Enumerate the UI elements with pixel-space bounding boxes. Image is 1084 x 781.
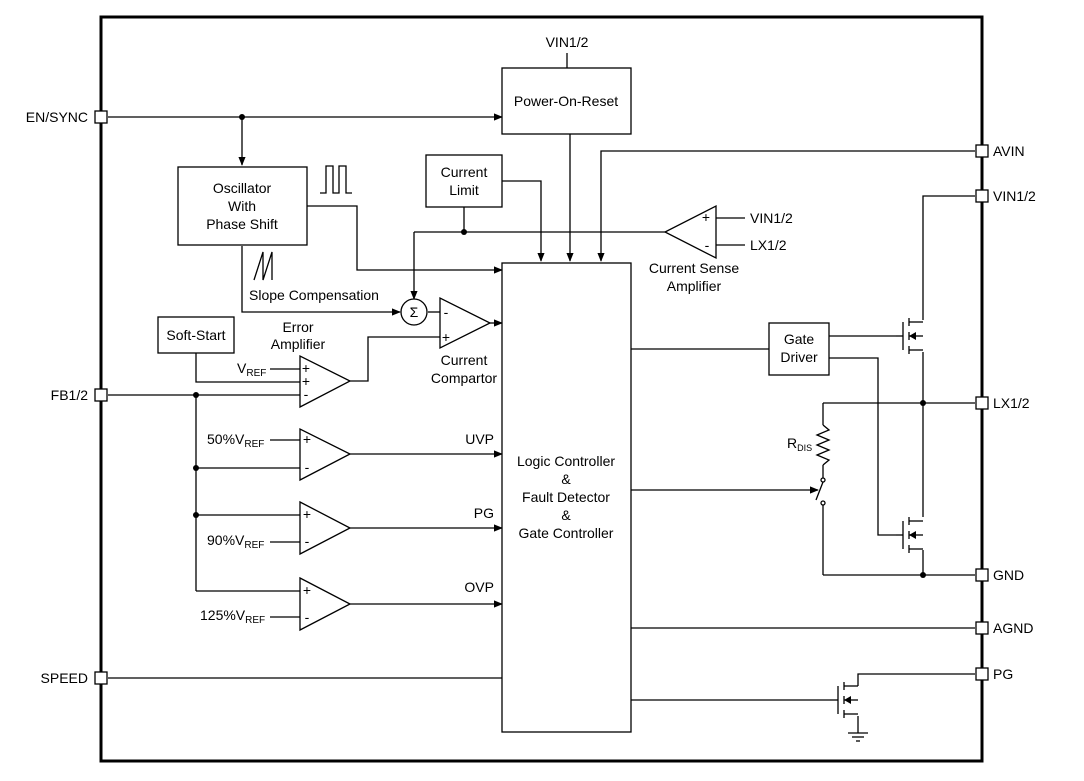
gate-driver-label-1: Gate xyxy=(784,331,815,347)
cs-amp-plus: + xyxy=(702,209,710,225)
pgc-plus: + xyxy=(303,506,311,522)
vref-label: VREF xyxy=(237,360,266,379)
rdis-label: RDIS xyxy=(787,435,812,453)
vref-90-label: 90%VREF xyxy=(207,532,264,551)
gate-driver-label-2: Driver xyxy=(780,349,818,365)
junction-dots xyxy=(193,114,926,578)
power-on-reset-label: Power-On-Reset xyxy=(514,93,618,109)
current-limit-block: Current Limit xyxy=(425,154,503,208)
pin-agnd: AGND xyxy=(993,620,1033,636)
logic-controller-block: Logic Controller & Fault Detector & Gate… xyxy=(501,262,632,733)
cc-label-2: Compartor xyxy=(431,370,497,386)
ovp-plus: + xyxy=(303,582,311,598)
cs-vin-label: VIN1/2 xyxy=(750,210,793,226)
pin-lx: LX1/2 xyxy=(993,395,1030,411)
power-on-reset-block: Power-On-Reset xyxy=(501,67,632,135)
logic-label-4: & xyxy=(561,507,571,523)
current-limit-label-1: Current xyxy=(441,164,488,180)
oscillator-block: Oscillator With Phase Shift xyxy=(177,166,308,246)
slope-comp-label: Slope Compensation xyxy=(249,287,379,303)
cs-amp-minus: - xyxy=(705,237,710,253)
logic-label-1: Logic Controller xyxy=(517,453,615,469)
pin-speed: SPEED xyxy=(41,670,88,686)
clock-waveform-icon xyxy=(320,165,352,194)
error-amp-label-2: Amplifier xyxy=(271,336,326,352)
ovp-label: OVP xyxy=(464,579,494,595)
oscillator-label-3: Phase Shift xyxy=(206,216,278,232)
vin-top-label: VIN1/2 xyxy=(546,34,589,50)
ea-plus-2: + xyxy=(302,373,310,389)
current-sense-amplifier: + - xyxy=(663,204,717,260)
cc-plus: + xyxy=(442,329,450,345)
uvp-label: UVP xyxy=(465,431,494,447)
oscillator-label-1: Oscillator xyxy=(213,180,272,196)
current-limit-label-2: Limit xyxy=(449,182,479,198)
ground-symbol xyxy=(848,732,868,742)
pin-squares xyxy=(94,110,989,685)
logic-label-5: Gate Controller xyxy=(519,525,614,541)
pg-comparator: + - xyxy=(299,500,352,556)
logic-label-2: & xyxy=(561,471,571,487)
ovp-minus: - xyxy=(305,609,310,625)
error-amp-label-1: Error xyxy=(282,319,313,335)
pin-gnd: GND xyxy=(993,567,1024,583)
sawtooth-waveform-icon xyxy=(253,251,273,281)
soft-start-block: Soft-Start xyxy=(157,316,235,354)
vref-125-label: 125%VREF xyxy=(200,607,265,626)
cs-amp-label-2: Amplifier xyxy=(667,278,722,294)
current-comparator: - + xyxy=(439,296,492,350)
pin-avin: AVIN xyxy=(993,143,1025,159)
uvp-minus: - xyxy=(305,459,310,475)
cc-minus: - xyxy=(444,304,449,320)
pg-signal-label: PG xyxy=(474,505,494,521)
low-side-mosfet xyxy=(896,517,923,553)
uvp-comparator: + - xyxy=(299,427,352,482)
soft-start-label: Soft-Start xyxy=(166,327,225,343)
logic-label-3: Fault Detector xyxy=(522,489,610,505)
cc-label-1: Current xyxy=(441,352,488,368)
pg-open-drain-mosfet xyxy=(830,682,858,718)
pgc-minus: - xyxy=(305,533,310,549)
pin-fb: FB1/2 xyxy=(51,387,89,403)
oscillator-label-2: With xyxy=(228,198,256,214)
ea-plus-1: + xyxy=(302,360,310,376)
sigma-symbol: Σ xyxy=(410,304,419,320)
gate-driver-block: Gate Driver xyxy=(768,322,830,376)
ea-minus: - xyxy=(304,386,309,402)
high-side-mosfet xyxy=(896,318,923,354)
uvp-plus: + xyxy=(303,431,311,447)
ovp-comparator: + - xyxy=(299,576,352,632)
error-amplifier: + + - xyxy=(299,354,352,409)
pin-vin: VIN1/2 xyxy=(993,188,1036,204)
discharge-resistor xyxy=(815,424,831,466)
wires xyxy=(108,53,975,733)
discharge-switch xyxy=(815,477,826,506)
pin-en-sync: EN/SYNC xyxy=(26,109,88,125)
cs-lx-label: LX1/2 xyxy=(750,237,787,253)
pin-pg: PG xyxy=(993,666,1013,682)
vref-50-label: 50%VREF xyxy=(207,431,264,450)
summing-junction: Σ xyxy=(400,298,428,326)
cs-amp-label-1: Current Sense xyxy=(649,260,739,276)
